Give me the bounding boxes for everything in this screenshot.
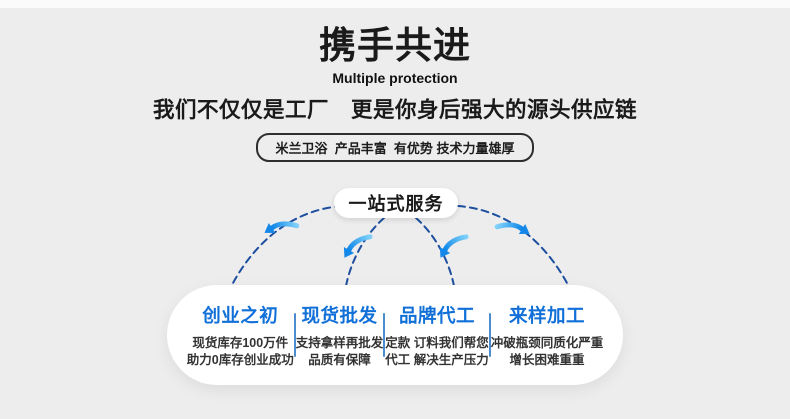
- service-title: 现货批发: [301, 305, 378, 327]
- service-desc-line: 冲破瓶颈同质化严重: [490, 336, 604, 351]
- dashed-curve-2: [345, 217, 385, 287]
- brand-badge: 米兰卫浴 产品丰富 有优势 技术力量雄厚: [256, 133, 534, 162]
- one-stop-service-pill: 一站式服务: [334, 188, 458, 218]
- curved-arrow-icon-1: [263, 212, 297, 246]
- service-desc-line: 现货库存100万件: [192, 336, 289, 351]
- page-title: 携手共进: [319, 25, 471, 66]
- tagline: 我们不仅仅是工厂 更是你身后强大的源头供应链: [152, 98, 637, 122]
- top-strip: [0, 0, 790, 8]
- dashed-curve-3: [415, 217, 455, 287]
- curved-arrow-icon-2: [342, 233, 370, 260]
- service-title: 创业之初: [202, 305, 279, 327]
- service-desc-line: 代工 解决生产压力: [385, 352, 489, 367]
- service-desc-line: 增长困难重重: [509, 352, 585, 367]
- service-card-startup: 创业之初 现货库存100万件 助力0库存创业成功: [187, 302, 294, 368]
- dashed-curve-4: [457, 205, 568, 284]
- service-title: 来样加工: [508, 305, 585, 327]
- service-desc-line: 助力0库存创业成功: [186, 352, 294, 367]
- dashed-curve-1: [232, 205, 343, 284]
- service-card-sample-processing: 来样加工 冲破瓶颈同质化严重 增长困难重重: [491, 302, 604, 368]
- service-card-oem: 品牌代工 定款 订料我们帮您 代工 解决生产压力: [385, 302, 488, 368]
- vertical-divider: [488, 313, 491, 357]
- service-desc-line: 品质有保障: [308, 352, 371, 367]
- curved-arrow-icon-3: [438, 233, 466, 260]
- dashed-curves: [232, 205, 568, 287]
- badge-row: 米兰卫浴 产品丰富 有优势 技术力量雄厚: [0, 133, 790, 162]
- service-desc-line: 定款 订料我们帮您: [385, 336, 489, 351]
- vertical-divider: [293, 313, 296, 357]
- services-panel: 创业之初 现货库存100万件 助力0库存创业成功 现货批发 支持拿样再批发 品质…: [167, 285, 623, 385]
- curved-arrow-icon-4: [497, 213, 531, 247]
- service-desc-line: 支持拿样再批发: [295, 336, 384, 351]
- service-title: 品牌代工: [398, 305, 475, 327]
- service-card-wholesale: 现货批发 支持拿样再批发 品质有保障: [296, 302, 384, 368]
- page-subtitle: Multiple protection: [332, 70, 458, 86]
- vertical-divider: [383, 313, 386, 357]
